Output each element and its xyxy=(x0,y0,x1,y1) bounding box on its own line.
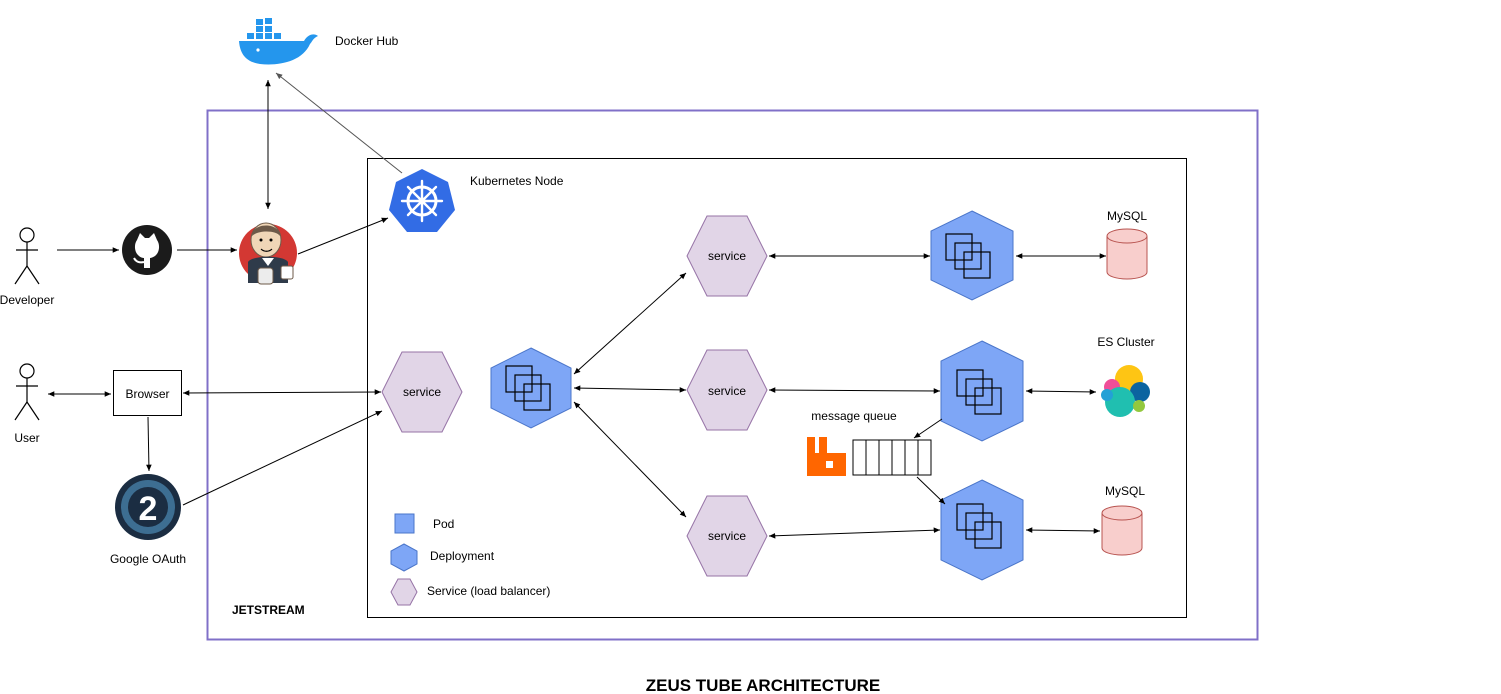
bottom-service-hexagon xyxy=(686,495,768,577)
jetstream-label: JETSTREAM xyxy=(232,603,305,617)
ingress-service-label: service xyxy=(403,385,441,399)
legend-deployment-icon xyxy=(390,543,418,572)
middle-service-label: service xyxy=(708,384,746,398)
connection-edges xyxy=(48,80,1106,539)
elasticsearch-icon xyxy=(1101,365,1150,417)
jenkins-icon xyxy=(239,222,297,285)
user-label: User xyxy=(14,431,39,445)
push-image-edge xyxy=(275,72,403,174)
kubernetes-icon xyxy=(389,169,455,232)
queue-icon xyxy=(852,439,932,476)
legend-deployment-label: Deployment xyxy=(430,549,495,563)
user-actor-icon xyxy=(14,363,40,421)
ingress-service-hexagon xyxy=(381,351,463,433)
browser-box xyxy=(113,370,182,416)
legend-pod-icon xyxy=(394,513,415,534)
message-queue-label: message queue xyxy=(811,409,897,423)
top-service-hexagon xyxy=(686,215,768,297)
middle-deployment-hexagon xyxy=(940,340,1024,442)
browser-label: Browser xyxy=(125,387,169,401)
developer-label: Developer xyxy=(0,293,54,307)
diagram-title: ZEUS TUBE ARCHITECTURE xyxy=(646,676,881,694)
legend-pod-label: Pod xyxy=(433,517,454,531)
top-service-label: service xyxy=(708,249,746,263)
middle-service-hexagon xyxy=(686,349,768,431)
legend-service-icon xyxy=(390,578,418,606)
frontend-deployment-hexagon xyxy=(490,347,572,429)
google-oauth-label: Google OAuth xyxy=(110,552,186,566)
kubernetes-node-label: Kubernetes Node xyxy=(470,174,564,188)
top-mysql-database-icon xyxy=(1106,228,1148,280)
kubernetes-node-box xyxy=(367,158,1187,618)
top-mysql-label: MySQL xyxy=(1107,209,1147,223)
developer-actor-icon xyxy=(14,227,40,285)
docker-hub-label: Docker Hub xyxy=(335,34,399,48)
legend-service-label: Service (load balancer) xyxy=(427,584,550,598)
docker-whale-icon xyxy=(239,18,318,65)
svg-text:2: 2 xyxy=(139,490,158,528)
rabbitmq-icon xyxy=(807,437,846,476)
bottom-service-label: service xyxy=(708,529,746,543)
jetstream-box xyxy=(206,109,1259,641)
es-cluster-label: ES Cluster xyxy=(1097,335,1154,349)
github-icon xyxy=(122,225,172,275)
bottom-mysql-label: MySQL xyxy=(1105,484,1145,498)
oauth-icon: 2 xyxy=(115,474,181,540)
bottom-mysql-database-icon xyxy=(1101,505,1143,556)
